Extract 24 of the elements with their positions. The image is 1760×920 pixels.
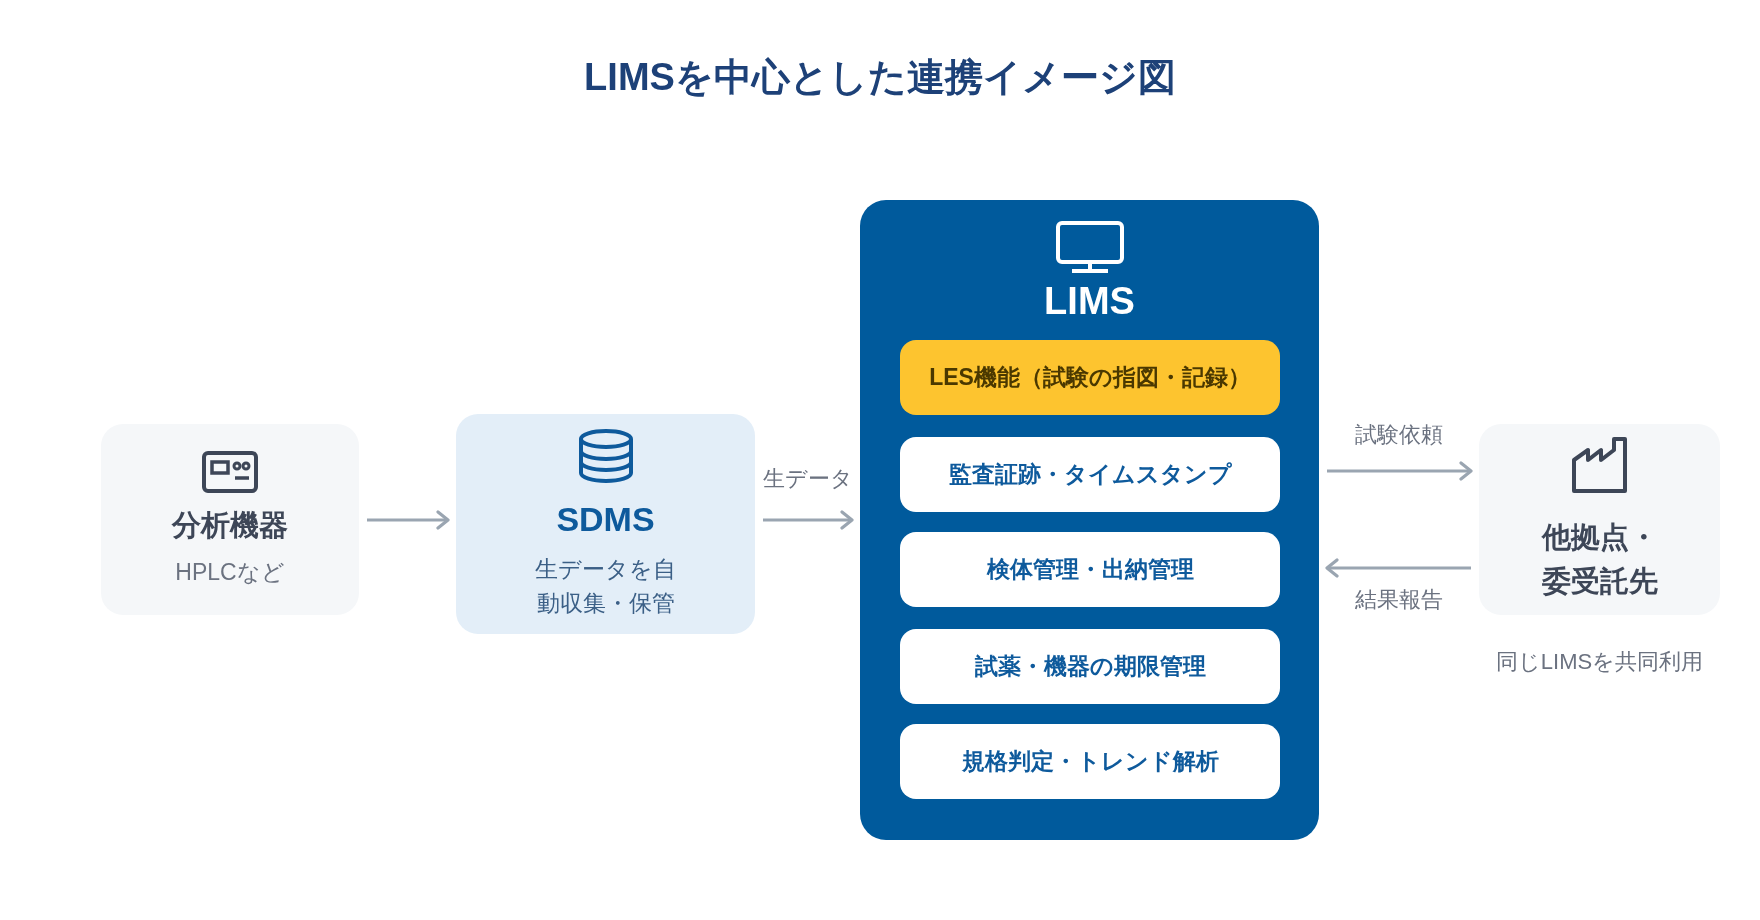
feature-box: 検体管理・出納管理: [900, 532, 1280, 607]
sdms-card: [456, 414, 755, 634]
instrument-card: [101, 424, 359, 615]
feature-highlight-box: LES機能（試験の指図・記録）: [900, 340, 1280, 415]
card-description: HPLCなど: [175, 557, 285, 587]
arrow: [1325, 558, 1471, 578]
edge-label: 試験依頼: [1354, 421, 1444, 449]
edge-label: 生データ: [761, 465, 854, 493]
system-panel: [860, 200, 1319, 840]
card-description: 生データを自動収集・保管: [534, 555, 677, 618]
edge-label: 結果報告: [1354, 586, 1444, 614]
arrow: [367, 510, 450, 530]
panel-heading: LIMS: [1044, 280, 1135, 323]
card-heading: 分析機器: [172, 508, 288, 544]
feature-box: 規格判定・トレンド解析: [900, 724, 1280, 799]
feature-box: 監査証跡・タイムスタンプ: [900, 437, 1280, 512]
card-heading: SDMS: [556, 499, 655, 541]
card-heading: 他拠点・委受託先: [1540, 520, 1659, 599]
arrow: [1327, 461, 1473, 481]
title: LIMSを中心とした連携イメージ図: [583, 55, 1177, 100]
site-card: [1479, 424, 1720, 615]
feature-box: 試薬・機器の期限管理: [900, 629, 1280, 704]
caption-text: 同じLIMSを共同利用: [1494, 648, 1705, 676]
arrow: [763, 510, 854, 530]
